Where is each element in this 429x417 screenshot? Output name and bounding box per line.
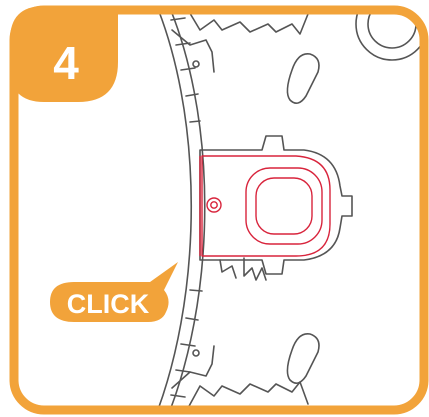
latch-button-outer: [246, 168, 322, 244]
latch-screw-inner: [211, 202, 217, 208]
slot-upper: [287, 54, 319, 103]
click-callout: CLICK: [50, 262, 178, 322]
latch-screw-outer: [207, 198, 221, 212]
rail-teeth: [171, 18, 202, 397]
step-badge: 4: [10, 6, 118, 102]
lower-clip-strip: [188, 382, 308, 408]
slot-lower: [287, 334, 319, 383]
step-number: 4: [53, 37, 79, 89]
latch-button-inner: [256, 178, 312, 234]
click-callout-text: CLICK: [67, 289, 150, 319]
device-line-drawing: [150, 0, 428, 417]
latch-part: [200, 156, 330, 256]
housing-outer-edge: [150, 0, 191, 417]
